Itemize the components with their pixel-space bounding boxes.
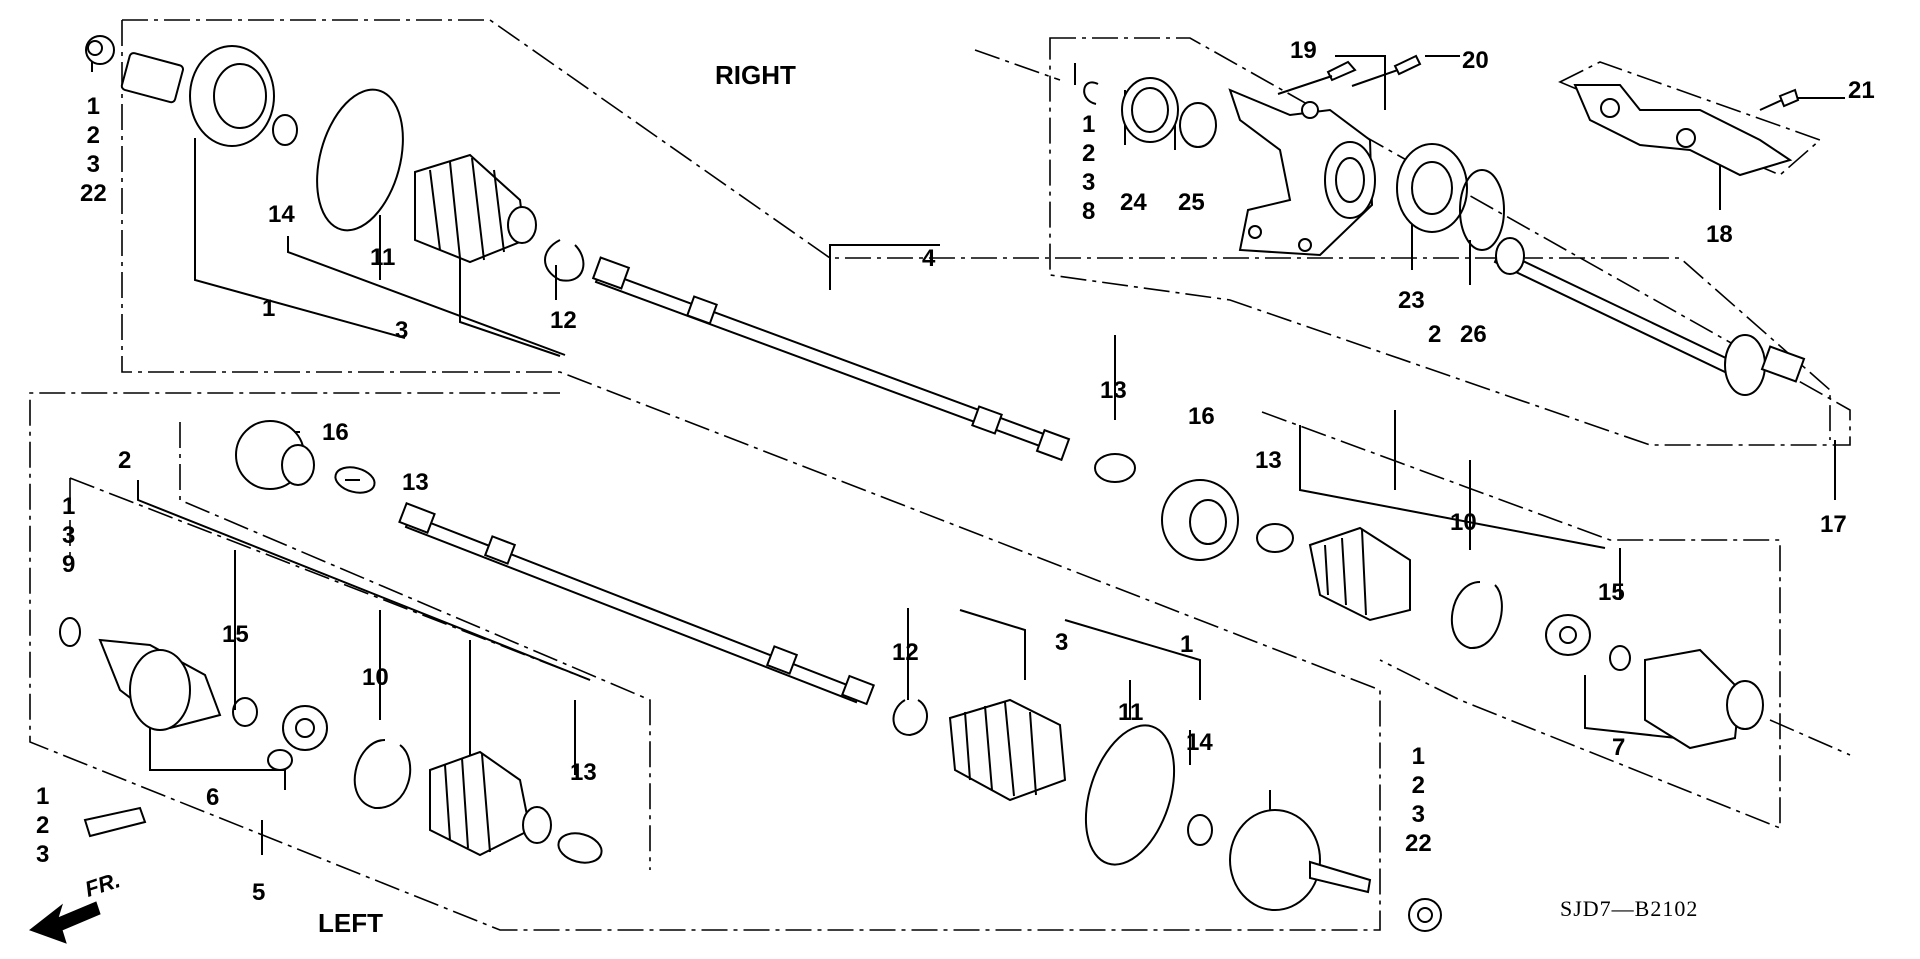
right-boot-band-large <box>316 88 404 232</box>
knuckle-snap-ring <box>1083 81 1099 105</box>
frame-right-lower <box>1261 411 1781 830</box>
callout-20: 20 <box>1462 47 1489 74</box>
boot-band-10-left <box>353 739 412 810</box>
boot-band-13a <box>334 466 376 494</box>
inner-joint-16b <box>1161 479 1239 561</box>
right-outer-boot <box>414 153 537 264</box>
bolt-19 <box>1277 60 1357 95</box>
callout-24: 24 <box>1120 189 1147 216</box>
boot-band-13d <box>557 832 603 864</box>
callout-12-top: 12 <box>550 307 577 334</box>
callout-12-bottom: 12 <box>892 639 919 666</box>
tripod-joint-left <box>267 705 328 771</box>
boot-band-13b <box>1094 453 1136 483</box>
grease-tube <box>83 806 147 838</box>
right-boot-band-small <box>544 239 585 282</box>
right-outer-cv-joint <box>120 45 275 147</box>
callout-16-a: 16 <box>322 419 349 446</box>
callout-3-bottom: 3 <box>1055 629 1069 656</box>
circlip-9-left <box>59 617 81 647</box>
callout-21: 21 <box>1848 77 1875 104</box>
callout-18: 18 <box>1706 221 1733 248</box>
bolt-21 <box>1759 88 1800 111</box>
right-assembly-frame-lower <box>29 20 1381 931</box>
callout-14-bottom: 14 <box>1186 729 1213 756</box>
knuckle-frame <box>1049 37 1851 446</box>
boot-band-13c <box>1256 523 1294 553</box>
callout-13-b: 13 <box>402 469 429 496</box>
circlip-15-right <box>1609 645 1631 671</box>
knuckle-seal-24 <box>1121 77 1179 143</box>
callout-25: 25 <box>1178 189 1205 216</box>
callout-13-a: 13 <box>1100 377 1127 404</box>
outer-boot-left <box>948 698 1067 802</box>
callout-16-b: 16 <box>1188 403 1215 430</box>
callout-6: 6 <box>206 784 220 811</box>
inner-housing-left <box>98 638 222 731</box>
knuckle <box>1228 88 1376 257</box>
callout-23: 23 <box>1398 287 1425 314</box>
tripod-joint-right <box>1545 614 1591 656</box>
circlip-15-left <box>232 697 258 727</box>
right-circlip-small <box>272 114 298 146</box>
callout-2-left: 2 <box>118 447 132 474</box>
callout-13-d: 13 <box>570 759 597 786</box>
catalog-code: SJD7—B2102 <box>1560 896 1699 921</box>
side-label-left: LEFT <box>318 908 383 938</box>
boot-band-11-left <box>1084 724 1176 866</box>
callout-14-top: 14 <box>268 201 295 228</box>
arrow-line-right <box>1769 719 1851 756</box>
right-half-shaft <box>591 256 1071 462</box>
callout-5: 5 <box>252 879 266 906</box>
right-assembly-frame <box>122 19 1831 440</box>
callout-15-left: 15 <box>222 621 249 648</box>
hub-nut-left <box>1408 898 1442 932</box>
outer-cv-joint-left <box>1229 809 1372 911</box>
snap-ring-26 <box>1459 169 1505 251</box>
callout-2-right: 2 <box>1428 321 1442 348</box>
side-label-right: RIGHT <box>715 60 796 90</box>
inner-boot-left <box>429 750 552 857</box>
callout-15-right: 15 <box>1598 579 1625 606</box>
callout-11-top: 11 <box>370 244 396 271</box>
inner-boot-right <box>1308 526 1411 622</box>
bolt-20 <box>1351 54 1422 87</box>
callout-26: 26 <box>1460 321 1487 348</box>
inner-joint-16a <box>235 420 315 490</box>
callout-13-c: 13 <box>1255 447 1282 474</box>
callout-10-right: 10 <box>1450 509 1477 536</box>
inner-housing-right <box>1644 648 1764 750</box>
hub-bearing-23 <box>1396 143 1468 233</box>
callout-17: 17 <box>1820 511 1847 538</box>
knuckle-clip-25 <box>1179 102 1217 148</box>
right-half-shaft-17 <box>1493 237 1806 396</box>
arrow-line-top <box>974 49 1061 81</box>
callout-7: 7 <box>1612 734 1626 761</box>
forward-arrow-icon <box>28 901 101 944</box>
callout-11-bottom: 11 <box>1118 699 1144 726</box>
bracket-18 <box>1573 84 1793 177</box>
left-half-shaft <box>398 501 876 706</box>
circlip-14-left <box>1187 814 1213 846</box>
callout-1-top: 1 <box>262 295 276 322</box>
callout-10-left: 10 <box>362 664 389 691</box>
callout-3-top: 3 <box>395 317 409 344</box>
boot-band-12-left <box>892 699 928 737</box>
callout-1-bottom: 1 <box>1180 631 1194 658</box>
right-dust-seal <box>85 35 115 65</box>
callout-4: 4 <box>922 245 936 272</box>
boot-band-10-right <box>1451 581 1503 650</box>
callout-19: 19 <box>1290 37 1317 64</box>
frame-left-inner <box>179 422 651 870</box>
